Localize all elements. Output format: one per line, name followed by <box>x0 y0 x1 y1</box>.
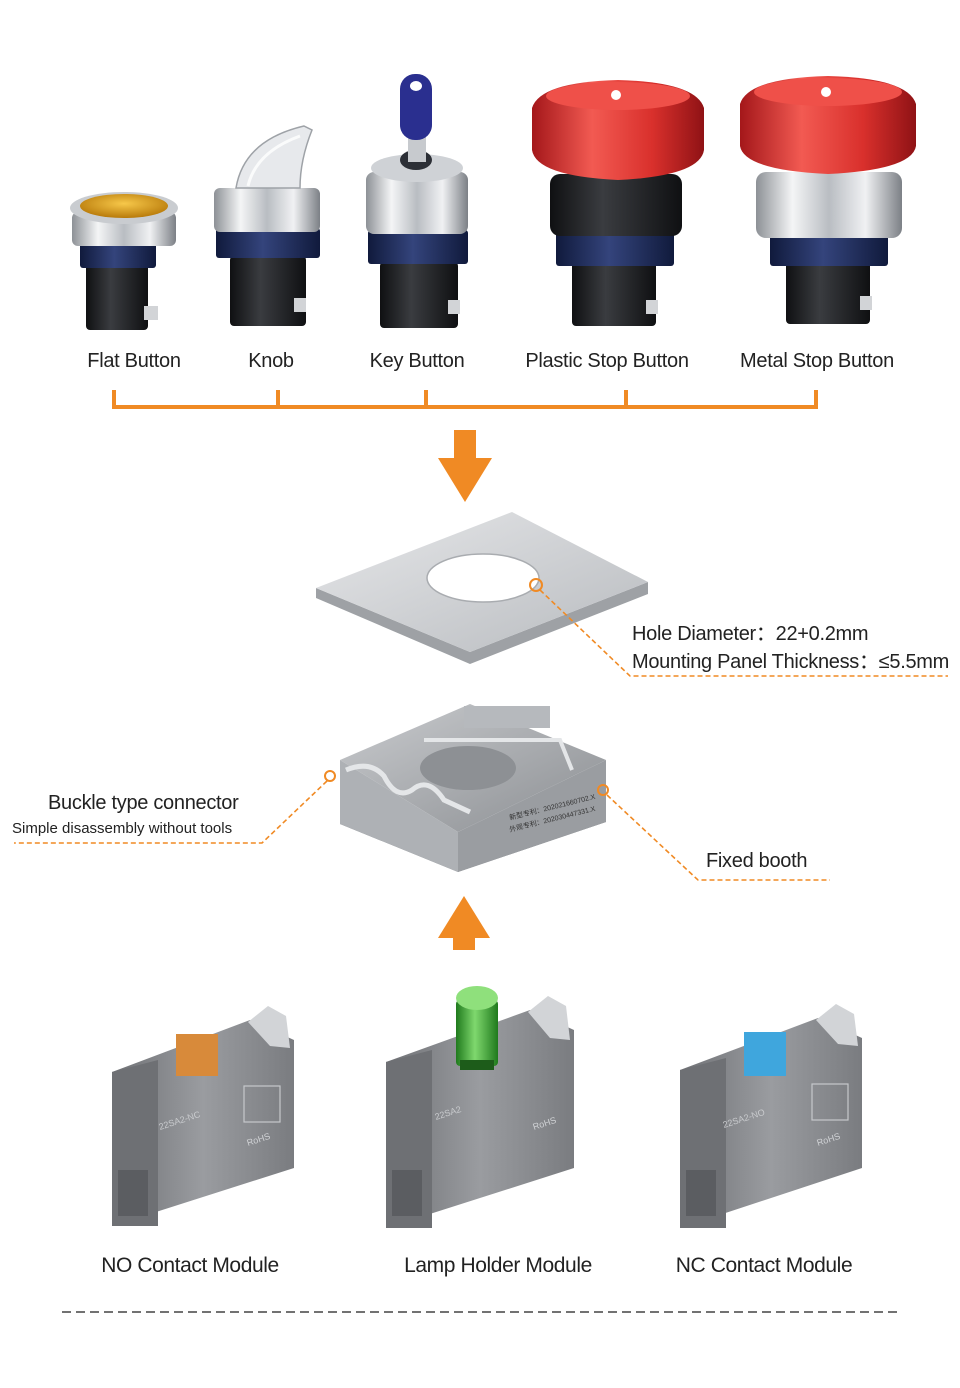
label-knob: Knob <box>248 350 294 372</box>
fixed-booth-label: Fixed booth <box>706 850 808 872</box>
hole-diameter-text: Hole Diameter：22+0.2mm <box>632 623 869 645</box>
flat-button-icon <box>70 192 178 330</box>
panel-leader <box>529 578 948 677</box>
label-key-button: Key Button <box>369 350 465 372</box>
label-lamp-holder-module: Lamp Holder Module <box>404 1254 592 1277</box>
metal-stop-button-icon <box>740 76 916 324</box>
connector-base-icon: 新型专利：202021660702.X 外观专利：202030447331.X <box>340 704 606 872</box>
key-button-icon <box>366 74 468 328</box>
arrow-up-icon <box>438 896 490 950</box>
panel-thickness-text: Mounting Panel Thickness：≤5.5mm <box>632 651 950 673</box>
button-bracket <box>112 390 818 409</box>
connector-leader <box>14 770 336 844</box>
connector-subtitle: Simple disassembly without tools <box>12 820 233 837</box>
label-metal-stop-button: Metal Stop Button <box>740 350 894 372</box>
contact-module-icon: 22SA2-NO RoHS <box>680 1004 862 1228</box>
connector-title: Buckle type connector <box>48 792 239 814</box>
label-no-contact-module: NO Contact Module <box>101 1254 279 1277</box>
label-plastic-stop-button: Plastic Stop Button <box>525 350 689 372</box>
plastic-stop-button-icon <box>532 80 704 326</box>
label-nc-contact-module: NC Contact Module <box>675 1254 853 1277</box>
arrow-down-icon <box>438 430 492 502</box>
contact-module-icon: 22SA2-NC RoHS <box>112 1006 294 1226</box>
knob-icon <box>214 125 320 326</box>
booth-leader <box>597 784 830 881</box>
label-flat-button: Flat Button <box>87 350 181 372</box>
lamp-holder-icon: 22SA2 RoHS <box>386 986 574 1228</box>
mounting-panel-icon <box>316 512 648 664</box>
